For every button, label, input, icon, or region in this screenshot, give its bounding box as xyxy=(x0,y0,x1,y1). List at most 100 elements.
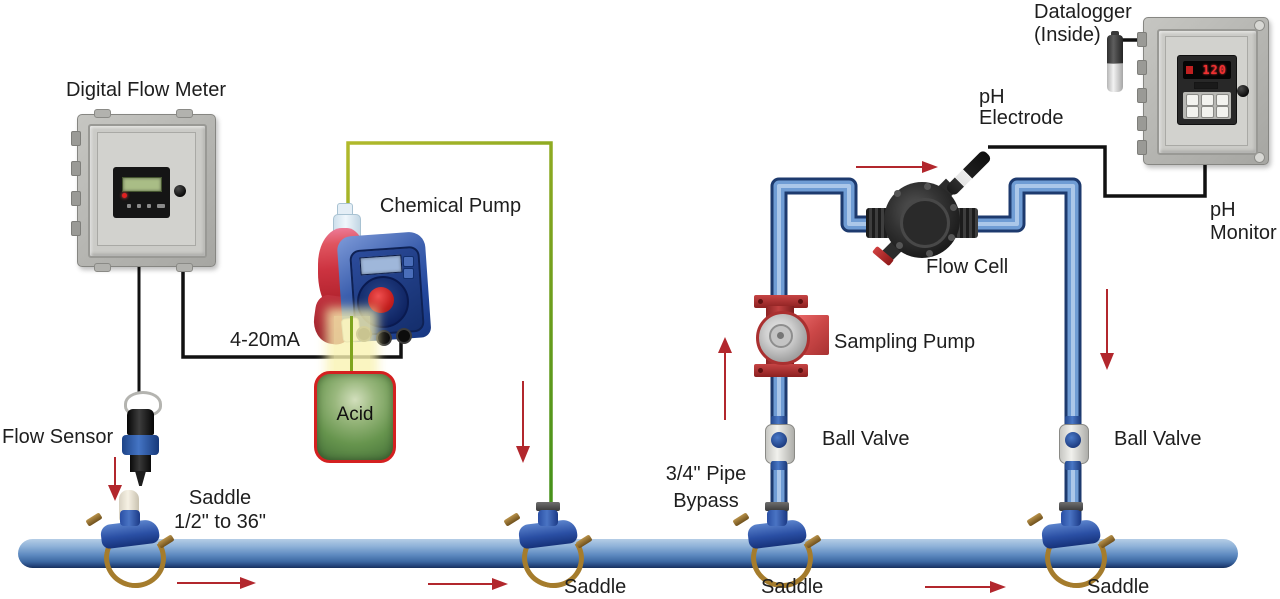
hinge xyxy=(1137,140,1147,155)
valve-fitting xyxy=(1065,461,1081,470)
flow-cell-bolt xyxy=(926,250,933,257)
ph-monitor-label: pH Monitor xyxy=(1210,199,1277,245)
hinge xyxy=(1137,116,1147,131)
display-indicator xyxy=(1186,66,1193,74)
pump-dial-knob xyxy=(368,287,394,313)
valve-handle xyxy=(771,432,787,448)
flow-sensor-nut xyxy=(122,435,159,455)
main-saddle-label: Saddle 1/2" to 36" xyxy=(150,486,290,534)
ph-controller: 120 xyxy=(1177,55,1237,125)
bypass-label-line2: Bypass xyxy=(673,490,739,512)
flow-meter-lcd xyxy=(122,177,162,192)
pump-button xyxy=(403,256,414,267)
saddle-boss xyxy=(1061,510,1081,526)
pump-flange-bottom xyxy=(754,364,808,377)
flow-arrow-down-sensor xyxy=(108,457,122,501)
main-water-pipe xyxy=(18,539,1238,568)
ph-reading: 120 xyxy=(1202,63,1227,77)
saddle-label-2: Saddle xyxy=(564,576,627,598)
flow-arrows xyxy=(108,161,1114,593)
keypad-button xyxy=(1201,94,1214,106)
flow-arrow-right-3 xyxy=(925,581,1006,593)
datalogger-device xyxy=(1105,31,1125,92)
flow-meter-label: Digital Flow Meter xyxy=(65,79,227,101)
main-saddle-label-line1: Saddle xyxy=(188,487,252,509)
ph-monitor-label-line2: Monitor xyxy=(1210,222,1277,244)
datalogger-label-line2: (Inside) xyxy=(1034,24,1101,46)
saddle-boss xyxy=(120,510,140,526)
flow-cell-chamber xyxy=(900,198,950,248)
flow-cell-bolt xyxy=(894,190,901,197)
pump-flange-top xyxy=(754,295,808,308)
saddle-cap xyxy=(765,502,789,511)
signal-label: 4-20mA xyxy=(229,329,301,351)
chemical-tube xyxy=(346,141,553,512)
ball-valve-return xyxy=(1058,416,1089,470)
valve-fitting xyxy=(1065,416,1081,425)
flow-arrow-right-1 xyxy=(177,577,256,589)
pump-faceplate-hub xyxy=(777,332,784,339)
hinge xyxy=(71,221,81,236)
ph-controller-display: 120 xyxy=(1183,61,1231,79)
saddle-bolt xyxy=(157,534,175,549)
flow-meter-button xyxy=(147,204,151,208)
datalogger-top xyxy=(1107,35,1123,63)
flow-arrow-right-flowcell xyxy=(856,161,938,173)
ph-electrode-label-line2: Electrode xyxy=(979,107,1064,129)
flow-meter-button xyxy=(127,204,131,208)
ph-monitor-label-line1: pH xyxy=(1210,199,1236,221)
datalogger-label-line1: Datalogger xyxy=(1034,1,1132,23)
ph-controller-secondary-display xyxy=(1194,82,1218,89)
sampling-pump xyxy=(750,294,832,379)
hinge xyxy=(71,191,81,206)
valve-fitting xyxy=(771,461,787,470)
flow-cell-bolt xyxy=(896,242,903,249)
bypass-label: 3/4" Pipe Bypass xyxy=(646,461,766,515)
saddle-injection xyxy=(500,498,596,594)
hinge xyxy=(1137,88,1147,103)
saddle-bypass-supply xyxy=(729,498,825,594)
ph-monitor-enclosure: 120 xyxy=(1137,17,1269,165)
pump-lcd xyxy=(359,254,403,276)
saddle-bolt xyxy=(1026,512,1044,527)
flow-cell xyxy=(866,176,978,272)
hinge xyxy=(1137,60,1147,75)
ph-electrode-label-line1: pH xyxy=(979,86,1005,108)
saddle-bypass-return xyxy=(1023,498,1119,594)
saddle-bolt xyxy=(85,512,103,527)
saddle-cap xyxy=(536,502,560,511)
keypad-button xyxy=(1216,94,1229,106)
flange-bolt xyxy=(798,368,803,373)
flow-cell-bolt xyxy=(950,204,957,211)
acid-label: Acid xyxy=(336,404,374,425)
flow-cell-label: Flow Cell xyxy=(926,256,1009,278)
enclosure-screw xyxy=(1254,152,1265,163)
saddle-boss xyxy=(538,510,558,526)
flow-arrow-right-2 xyxy=(428,578,508,590)
flange-bolt xyxy=(758,299,763,304)
flow-arrow-down-injection xyxy=(516,381,530,463)
flow-cell-bolt xyxy=(948,234,955,241)
flange-bolt xyxy=(758,368,763,373)
valve-handle xyxy=(1065,432,1081,448)
saddle-bolt xyxy=(575,534,593,549)
pump-button xyxy=(403,268,414,279)
saddle-label-4: Saddle xyxy=(1087,576,1150,598)
flow-meter-door-latch xyxy=(174,185,186,197)
hinge xyxy=(71,161,81,176)
datalogger-label: Datalogger (Inside) xyxy=(1034,1,1132,47)
mounting-lug xyxy=(94,109,111,118)
saddle-cap xyxy=(1059,502,1083,511)
suction-tube xyxy=(350,316,353,378)
ball-valve-label-right: Ball Valve xyxy=(1114,428,1202,450)
main-saddle-label-line2: 1/2" to 36" xyxy=(173,511,267,533)
saddle-bolt xyxy=(503,512,521,527)
enclosure-screw xyxy=(1254,20,1265,31)
flow-sensor-probe xyxy=(130,455,151,472)
mounting-lug xyxy=(176,109,193,118)
flow-sensor-label: Flow Sensor xyxy=(2,426,114,448)
keypad-button xyxy=(1201,106,1214,118)
signal-wire-4-20ma xyxy=(181,264,403,359)
pump-knob xyxy=(396,328,412,344)
keypad-button xyxy=(1186,106,1199,118)
